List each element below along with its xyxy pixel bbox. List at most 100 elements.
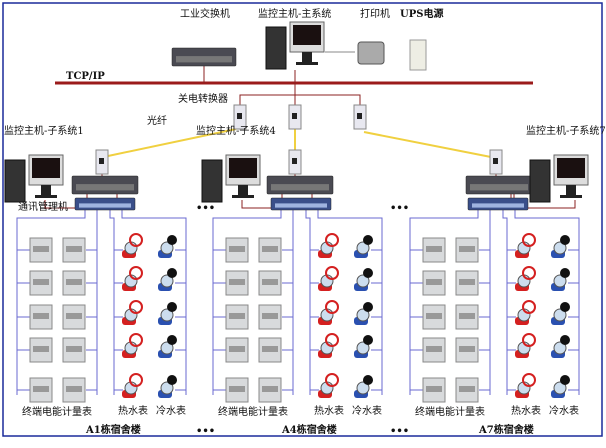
network-switch: [266, 175, 334, 195]
meter-lid: [129, 300, 143, 314]
meter-dial: [356, 241, 370, 255]
monitor-stand: [566, 185, 576, 195]
building-label: A7栋宿舍楼: [478, 423, 534, 436]
hot-water-meter: [122, 373, 143, 398]
meter-lid: [522, 266, 536, 280]
meter-display: [459, 246, 475, 252]
hot-water-meter-label: 热水表: [511, 404, 541, 417]
meter-display: [262, 279, 278, 285]
optical-converter: [353, 104, 367, 130]
meter-lid: [363, 302, 373, 312]
meter-dial: [160, 381, 174, 395]
network-switch: [171, 47, 237, 67]
meter-display: [459, 313, 475, 319]
converter-port: [237, 113, 242, 119]
cold-water-meter: [551, 302, 570, 325]
meter-display: [229, 386, 245, 392]
meter-dial: [160, 341, 174, 355]
hot-water-meter: [122, 300, 143, 325]
monitor-stand: [302, 52, 312, 62]
electric-meter: [62, 270, 86, 296]
meter-display: [262, 313, 278, 319]
cold-water-meter: [158, 302, 177, 325]
electric-meter: [455, 304, 479, 330]
cold-water-meter: [354, 235, 373, 258]
electric-meter: [62, 237, 86, 263]
cold-water-meter: [354, 268, 373, 291]
hot-water-meter: [515, 333, 536, 358]
electric-meter: [225, 304, 249, 330]
hot-water-meter: [122, 333, 143, 358]
network-switch: [71, 175, 139, 195]
rs485-bus: [409, 210, 479, 395]
hot-water-meter-label: 热水表: [314, 404, 344, 417]
ellipsis: •••: [196, 203, 215, 214]
meter-display: [33, 279, 49, 285]
meter-display: [262, 246, 278, 252]
rs485-bus: [16, 210, 86, 395]
fiber-link: [363, 131, 497, 159]
meter-display: [426, 246, 442, 252]
rs485-bus: [502, 210, 508, 395]
electric-meter-label: 终端电能计量表: [218, 405, 288, 418]
converter-label: 关电转换器: [178, 92, 228, 105]
electric-meter: [62, 337, 86, 363]
cold-water-meter: [158, 268, 177, 291]
electric-meter: [422, 237, 446, 263]
meter-lid: [325, 300, 339, 314]
converter-port: [292, 158, 297, 164]
meter-lid: [560, 268, 570, 278]
meter-display: [459, 346, 475, 352]
monitor-stand: [41, 185, 51, 195]
meter-display: [33, 313, 49, 319]
industrial-switch-label: 工业交换机: [180, 7, 230, 20]
ups-icon: [409, 39, 427, 71]
meter-display: [33, 246, 49, 252]
hot-water-meter: [318, 373, 339, 398]
converter-port: [99, 158, 104, 164]
electric-meter: [29, 337, 53, 363]
hot-water-meter: [515, 373, 536, 398]
meter-display: [229, 246, 245, 252]
electric-meter: [62, 304, 86, 330]
comm-manager-switch: [74, 197, 136, 211]
meter-lid: [325, 373, 339, 387]
cold-water-meter: [158, 375, 177, 398]
electric-meter-label: 终端电能计量表: [22, 405, 92, 418]
comm-manager-label: 通讯管理机: [18, 200, 68, 213]
cold-water-meter: [551, 268, 570, 291]
meter-lid: [363, 335, 373, 345]
meter-dial: [553, 308, 567, 322]
meter-dial: [160, 241, 174, 255]
monitor-base: [560, 195, 582, 198]
subsystem-host-label: 监控主机-子系统1: [4, 124, 84, 137]
meter-dial: [356, 308, 370, 322]
switch-ports: [470, 184, 528, 191]
monitor-screen: [32, 158, 60, 178]
electric-meter: [455, 270, 479, 296]
cold-water-meter: [551, 335, 570, 358]
switch-ports: [79, 203, 131, 208]
rs485-bus: [305, 210, 311, 395]
monitor-screen: [557, 158, 585, 178]
main-host-pc: [265, 21, 325, 70]
cold-water-meter: [158, 335, 177, 358]
main-host-label: 监控主机-主系统: [258, 7, 331, 20]
meter-lid: [325, 233, 339, 247]
meter-dial: [553, 381, 567, 395]
ellipsis: •••: [390, 203, 409, 214]
meter-display: [66, 246, 82, 252]
hot-water-meter: [122, 266, 143, 291]
electric-meter: [455, 237, 479, 263]
ellipsis: •••: [196, 426, 215, 437]
switch-ports: [472, 203, 524, 208]
rs485-bus: [514, 210, 580, 395]
cold-water-meter: [354, 335, 373, 358]
switch-ports: [76, 184, 134, 191]
comm-manager-switch: [270, 197, 332, 211]
meter-lid: [167, 375, 177, 385]
comm-manager-switch: [467, 197, 529, 211]
meter-dial: [553, 341, 567, 355]
monitor-base: [35, 195, 57, 198]
meter-dial: [356, 274, 370, 288]
